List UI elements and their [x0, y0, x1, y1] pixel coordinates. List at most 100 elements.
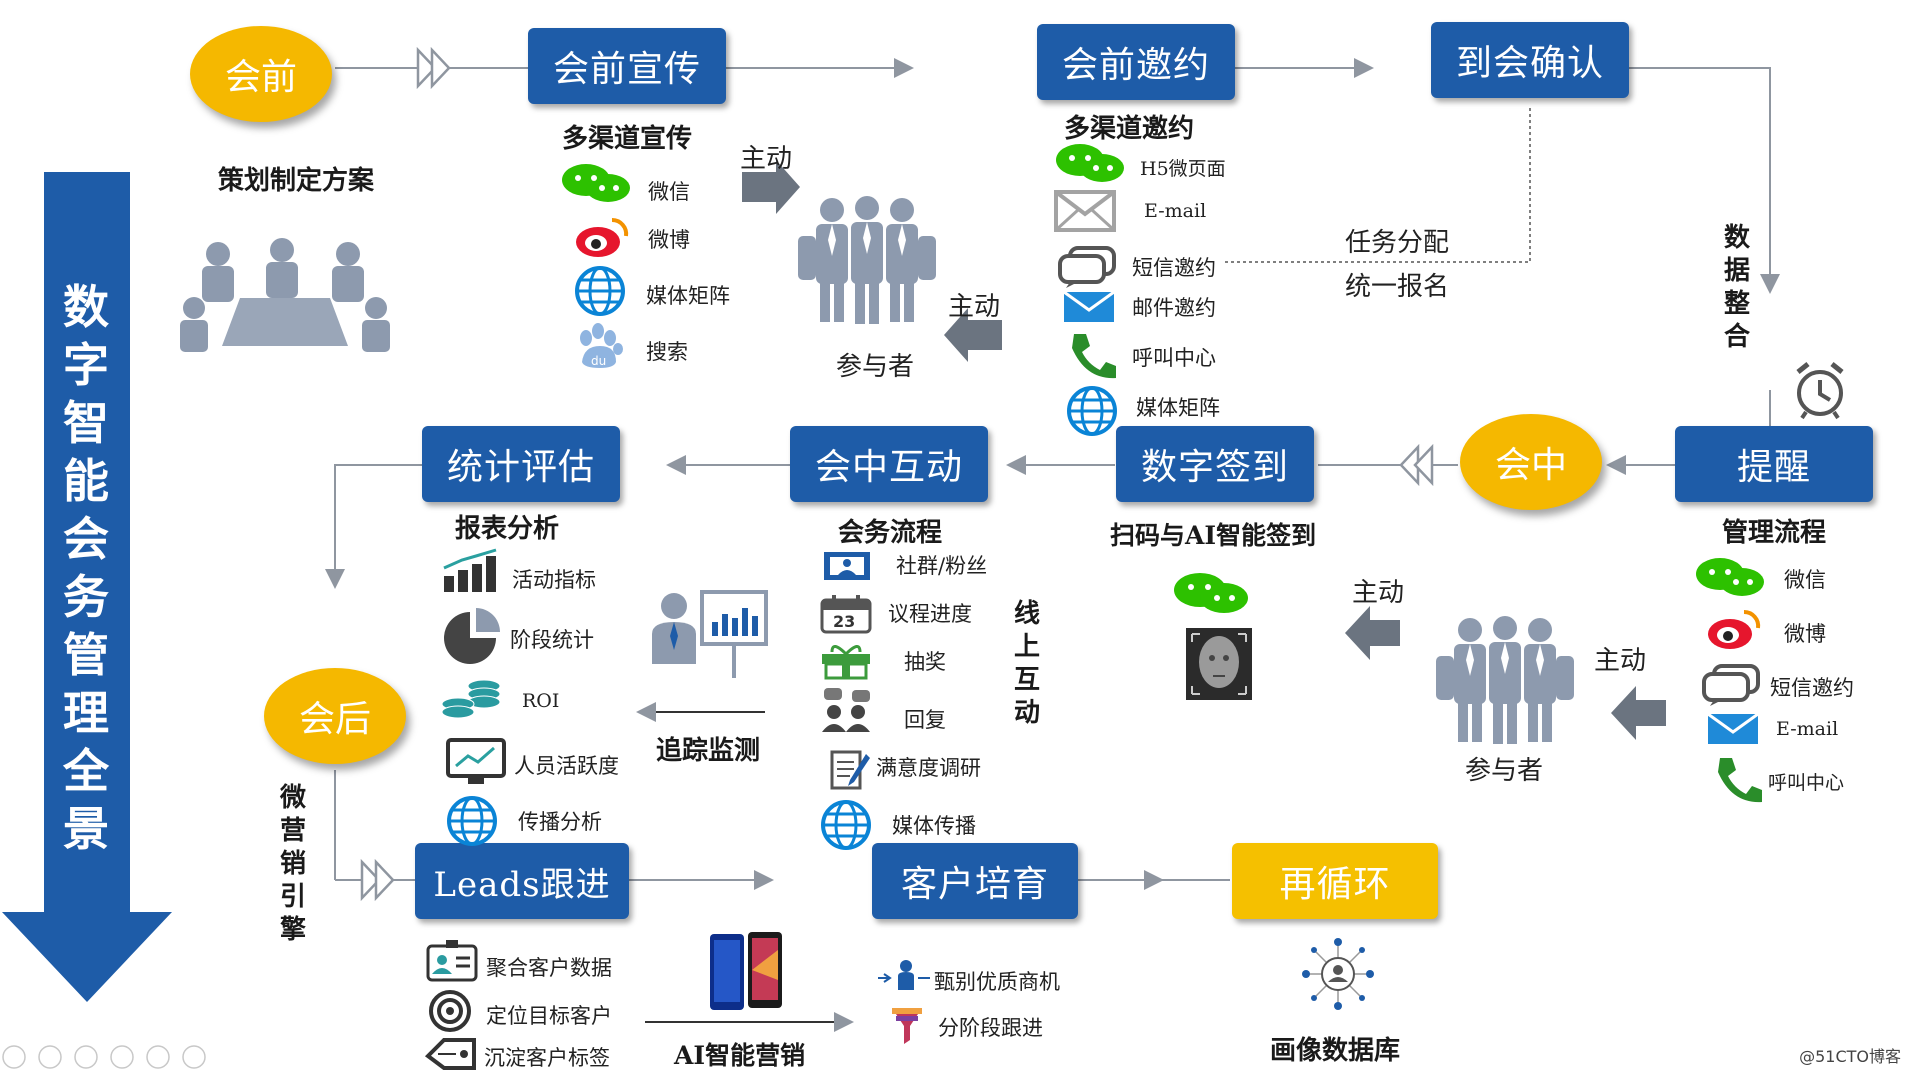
box-nurture[interactable]: 客户培育 — [872, 843, 1078, 919]
checkin-title: 扫码与AI智能签到 — [1110, 521, 1317, 550]
wechat-icon — [562, 164, 630, 202]
sms-icon — [1702, 664, 1760, 706]
funnel-user-icon — [878, 960, 930, 990]
task-line2: 统一报名 — [1345, 272, 1450, 302]
survey-icon — [830, 750, 870, 790]
promo-active2-label: 主动 — [948, 292, 1001, 322]
leads-item-target: 定位目标客户 — [486, 1004, 612, 1028]
invite-item-callcenter: 呼叫中心 — [1132, 346, 1216, 370]
stats-title: 报表分析 — [455, 514, 560, 544]
side-title: 数字智能会务管理全景 — [63, 280, 109, 856]
wechat-icon — [1056, 144, 1124, 182]
promo-item-search: 搜索 — [646, 340, 688, 364]
invite-item-sms: 短信邀约 — [1132, 256, 1216, 280]
network-avatar-icon — [1302, 938, 1374, 1010]
gift-icon — [822, 645, 870, 680]
globe-icon — [821, 800, 871, 850]
promo-participant-label: 参与者 — [836, 352, 915, 382]
box-recycle[interactable]: 再循环 — [1232, 843, 1438, 919]
side-arrow — [2, 172, 172, 1002]
face-recognition-icon — [1186, 628, 1252, 700]
interact-item-lottery: 抽奖 — [904, 650, 946, 674]
monitor-chart-icon — [446, 738, 506, 784]
presenter-icon — [652, 590, 768, 678]
weibo-icon — [1708, 609, 1761, 649]
oval-mid[interactable]: 会中 — [1460, 414, 1602, 510]
ai-marketing-label: AI智能营销 — [674, 1041, 806, 1070]
globe-icon — [575, 266, 625, 316]
contact-card-icon — [426, 940, 478, 982]
bar-chart-icon — [443, 548, 497, 592]
remind-active-label: 主动 — [1594, 646, 1647, 676]
alarm-clock-icon — [1796, 362, 1844, 420]
task-line1: 任务分配 — [1345, 228, 1450, 258]
wechat-icon — [1696, 558, 1764, 596]
sms-icon — [1058, 246, 1116, 288]
nurture-item-identify: 甄别优质商机 — [934, 970, 1060, 994]
phone-device-icon — [710, 932, 782, 1010]
promo-item-wechat: 微信 — [648, 180, 690, 204]
promo-active-label: 主动 — [740, 144, 793, 174]
remind-item-email: E-mail — [1776, 718, 1839, 740]
coins-icon — [441, 679, 501, 719]
box-confirm[interactable]: 到会确认 — [1431, 22, 1629, 98]
interact-item-survey: 满意度调研 — [876, 756, 981, 780]
phone-icon — [1072, 334, 1116, 379]
box-promo[interactable]: 会前宣传 — [528, 28, 726, 104]
participants-icon — [1436, 616, 1574, 744]
promo-item-media: 媒体矩阵 — [646, 284, 730, 308]
remind-title: 管理流程 — [1722, 518, 1827, 548]
target-icon — [429, 990, 471, 1032]
data-merge-label: 数据整合 — [1723, 223, 1750, 352]
interact-item-community: 社群/粉丝 — [896, 554, 988, 578]
monitor-user-icon — [824, 552, 870, 580]
box-remind[interactable]: 提醒 — [1675, 426, 1873, 502]
svg-text:du: du — [591, 354, 606, 368]
invite-item-media: 媒体矩阵 — [1136, 396, 1220, 420]
online-interact-label: 线上互动 — [1013, 599, 1040, 728]
stats-item-stage: 阶段统计 — [510, 628, 594, 652]
envelope-icon — [1063, 290, 1115, 322]
calendar-icon: 23 — [820, 595, 872, 634]
leads-item-tag: 沉淀客户标签 — [484, 1046, 610, 1070]
remind-item-weibo: 微博 — [1784, 622, 1826, 646]
baidu-paw-icon: du — [580, 323, 623, 368]
stats-item-activity: 人员活跃度 — [514, 754, 619, 778]
track-label: 追踪监测 — [656, 736, 761, 766]
phone-icon — [1718, 758, 1762, 803]
interact-title: 会务流程 — [838, 518, 943, 548]
remind-active2-label: 主动 — [1352, 578, 1405, 608]
profile-db-label: 画像数据库 — [1270, 1036, 1401, 1066]
watermark: @51CTO博客 — [1799, 1047, 1901, 1066]
box-interact[interactable]: 会中互动 — [790, 426, 988, 502]
interact-item-reply: 回复 — [904, 708, 946, 732]
interact-item-agenda: 议程进度 — [888, 602, 972, 626]
svg-text:23: 23 — [833, 612, 855, 631]
slide-toolbar[interactable] — [0, 1044, 220, 1070]
box-invite[interactable]: 会前邀约 — [1037, 24, 1235, 100]
pie-chart-icon — [444, 608, 500, 664]
promo-item-weibo: 微博 — [648, 228, 690, 252]
mail-icon — [1054, 190, 1116, 232]
leads-item-aggregate: 聚合客户数据 — [486, 956, 612, 980]
chat-users-icon — [822, 688, 870, 732]
oval-post[interactable]: 会后 — [264, 668, 406, 764]
box-leads[interactable]: Leads跟进 — [415, 843, 629, 919]
remind-item-sms: 短信邀约 — [1770, 676, 1854, 700]
interact-item-media: 媒体传播 — [892, 814, 976, 838]
plan-label: 策划制定方案 — [218, 166, 375, 196]
remind-item-wechat: 微信 — [1784, 568, 1826, 592]
remind-item-callcenter: 呼叫中心 — [1768, 772, 1845, 794]
promo-title: 多渠道宣传 — [562, 124, 693, 154]
stats-item-metrics: 活动指标 — [512, 568, 596, 592]
box-stats[interactable]: 统计评估 — [422, 426, 620, 502]
stats-item-roi: ROI — [522, 690, 560, 712]
stats-item-spread: 传播分析 — [518, 810, 602, 834]
invite-title: 多渠道邀约 — [1064, 114, 1195, 144]
box-checkin[interactable]: 数字签到 — [1116, 426, 1314, 502]
wechat-icon — [1174, 573, 1248, 613]
oval-pre[interactable]: 会前 — [190, 26, 332, 122]
nurture-item-stage: 分阶段跟进 — [938, 1016, 1043, 1040]
meeting-table-icon — [180, 238, 390, 352]
